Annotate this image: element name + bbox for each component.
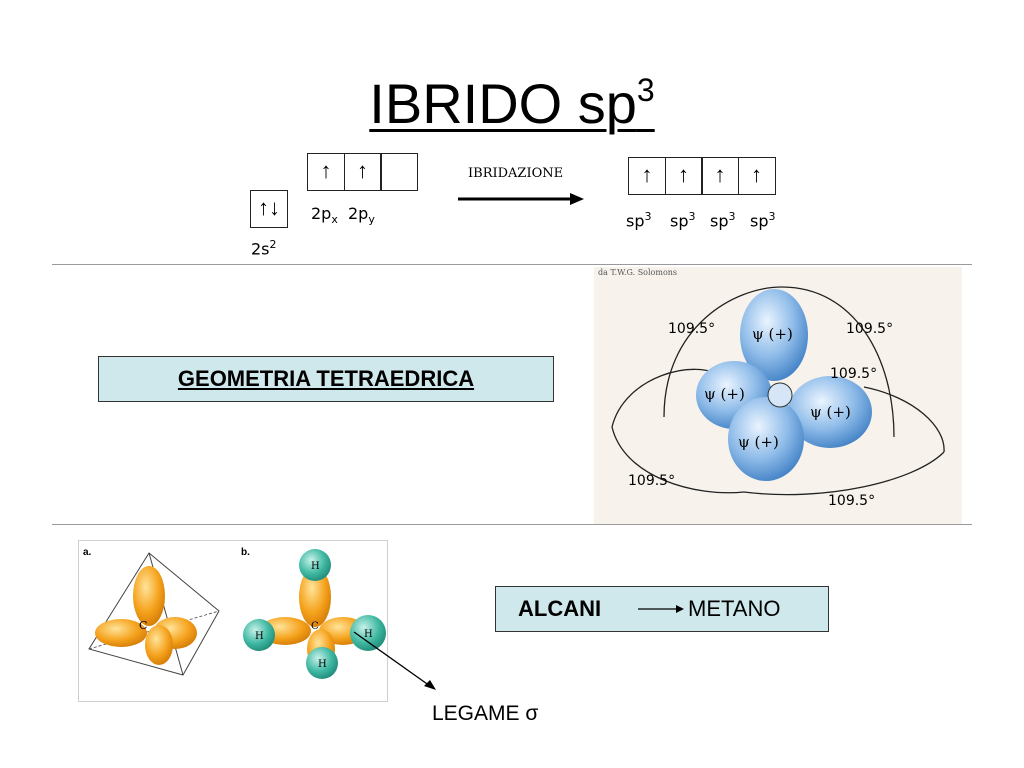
orbital-lobe-right: [788, 376, 872, 448]
angle-arc: [781, 286, 895, 438]
figure-credit: da T.W.G. Solomons: [598, 268, 677, 277]
orbital-sp3-label: sp3: [710, 210, 736, 231]
divider-top: [52, 264, 972, 265]
orbital-lobe: [133, 566, 165, 626]
orbital-lobe: [145, 625, 173, 665]
panel-b-label: b.: [241, 547, 250, 558]
angle-label: 109.5°: [846, 321, 893, 337]
alcani-box: ALCANI METANO: [495, 586, 829, 632]
lobe-label: ψ (+): [738, 433, 779, 451]
orbital-2s-label: 2s2: [251, 238, 277, 259]
legame-sigma-label: LEGAME σ: [432, 702, 539, 725]
carbon-label: C: [311, 621, 319, 632]
angle-arc: [663, 286, 783, 418]
nucleus: [767, 382, 793, 408]
orbital-lobe-bottom: [728, 397, 804, 481]
orbital-2px-label: 2px: [311, 204, 338, 227]
angle-label: 109.5°: [628, 473, 675, 489]
hydrogen-atom: [306, 647, 338, 679]
orbital-2p-cell: ↑: [343, 153, 382, 191]
orbital-sp3-cell: ↑: [737, 157, 776, 195]
methane-svg: a. b. C H H H H C: [83, 547, 386, 679]
alcani-arrow: [638, 605, 684, 613]
lobe-label: ψ (+): [810, 403, 851, 421]
hydrogen-atom: [243, 619, 275, 651]
orbital-lobe: [299, 567, 331, 627]
hydrogen-label: H: [318, 659, 327, 670]
hydrogen-label: H: [311, 561, 320, 572]
orbital-sp3-boxes: ↑ ↑ ↑ ↑: [628, 157, 776, 195]
panel-a-label: a.: [83, 547, 92, 558]
angle-arc: [863, 386, 945, 453]
orbital-sp3-cell: ↑: [701, 157, 739, 195]
hydrogen-label: H: [364, 629, 373, 640]
metano-label: METANO: [688, 596, 781, 621]
carbon-label: C: [139, 619, 147, 632]
angle-arc: [611, 426, 745, 494]
ibridazione-arrow: [458, 193, 584, 205]
orbital-sp3-cell: ↑: [664, 157, 703, 195]
angle-arc: [743, 451, 945, 496]
orbital-2py-label: 2py: [348, 204, 375, 227]
hydrogen-atom: [299, 549, 331, 581]
orbital-2p-boxes: ↑ ↑: [307, 153, 418, 191]
orbital-sp3-label: sp3: [750, 210, 776, 231]
methane-figure: a. b. C H H H H C: [78, 540, 388, 702]
hydrogen-label: H: [255, 631, 264, 642]
angle-label: 109.5°: [830, 366, 877, 382]
page-title: IBRIDO sp3: [369, 72, 655, 135]
lobe-label: ψ (+): [752, 325, 793, 343]
hydrogen-atom: [350, 615, 386, 651]
orbital-sp3-label: sp3: [670, 210, 696, 231]
angle-label: 109.5°: [828, 493, 875, 509]
orbital-lobe: [95, 619, 147, 647]
alcani-label: ALCANI: [518, 596, 602, 621]
orbital-2p-cell: [380, 153, 418, 191]
orbital-2p-cell: ↑: [307, 153, 345, 191]
geometry-label-box: GEOMETRIA TETRAEDRICA: [98, 356, 554, 402]
lobe-label: ψ (+): [704, 385, 745, 403]
geometry-label: GEOMETRIA TETRAEDRICA: [177, 366, 475, 391]
orbital-lobe-top: [740, 289, 808, 381]
ibridazione-label: IBRIDAZIONE: [468, 166, 564, 181]
orbital-2s-box: ↑↓: [250, 190, 288, 228]
orbital-sp3-label: sp3: [626, 210, 652, 231]
electron-configuration: ↑↓ 2s2 ↑ ↑ 2px 2py IBRIDAZIONE ↑ ↑ ↑ ↑ s…: [0, 0, 1024, 262]
tetrahedral-figure: ψ (+) ψ (+) ψ (+) ψ (+) 109.5° 109.5° 10…: [594, 267, 962, 524]
tetrahedral-svg: ψ (+) ψ (+) ψ (+) ψ (+) 109.5° 109.5° 10…: [598, 268, 945, 509]
angle-label: 109.5°: [668, 321, 715, 337]
orbital-sp3-cell: ↑: [628, 157, 666, 195]
divider-bottom: [52, 524, 972, 525]
legame-pointer-arrow: [353, 631, 436, 690]
